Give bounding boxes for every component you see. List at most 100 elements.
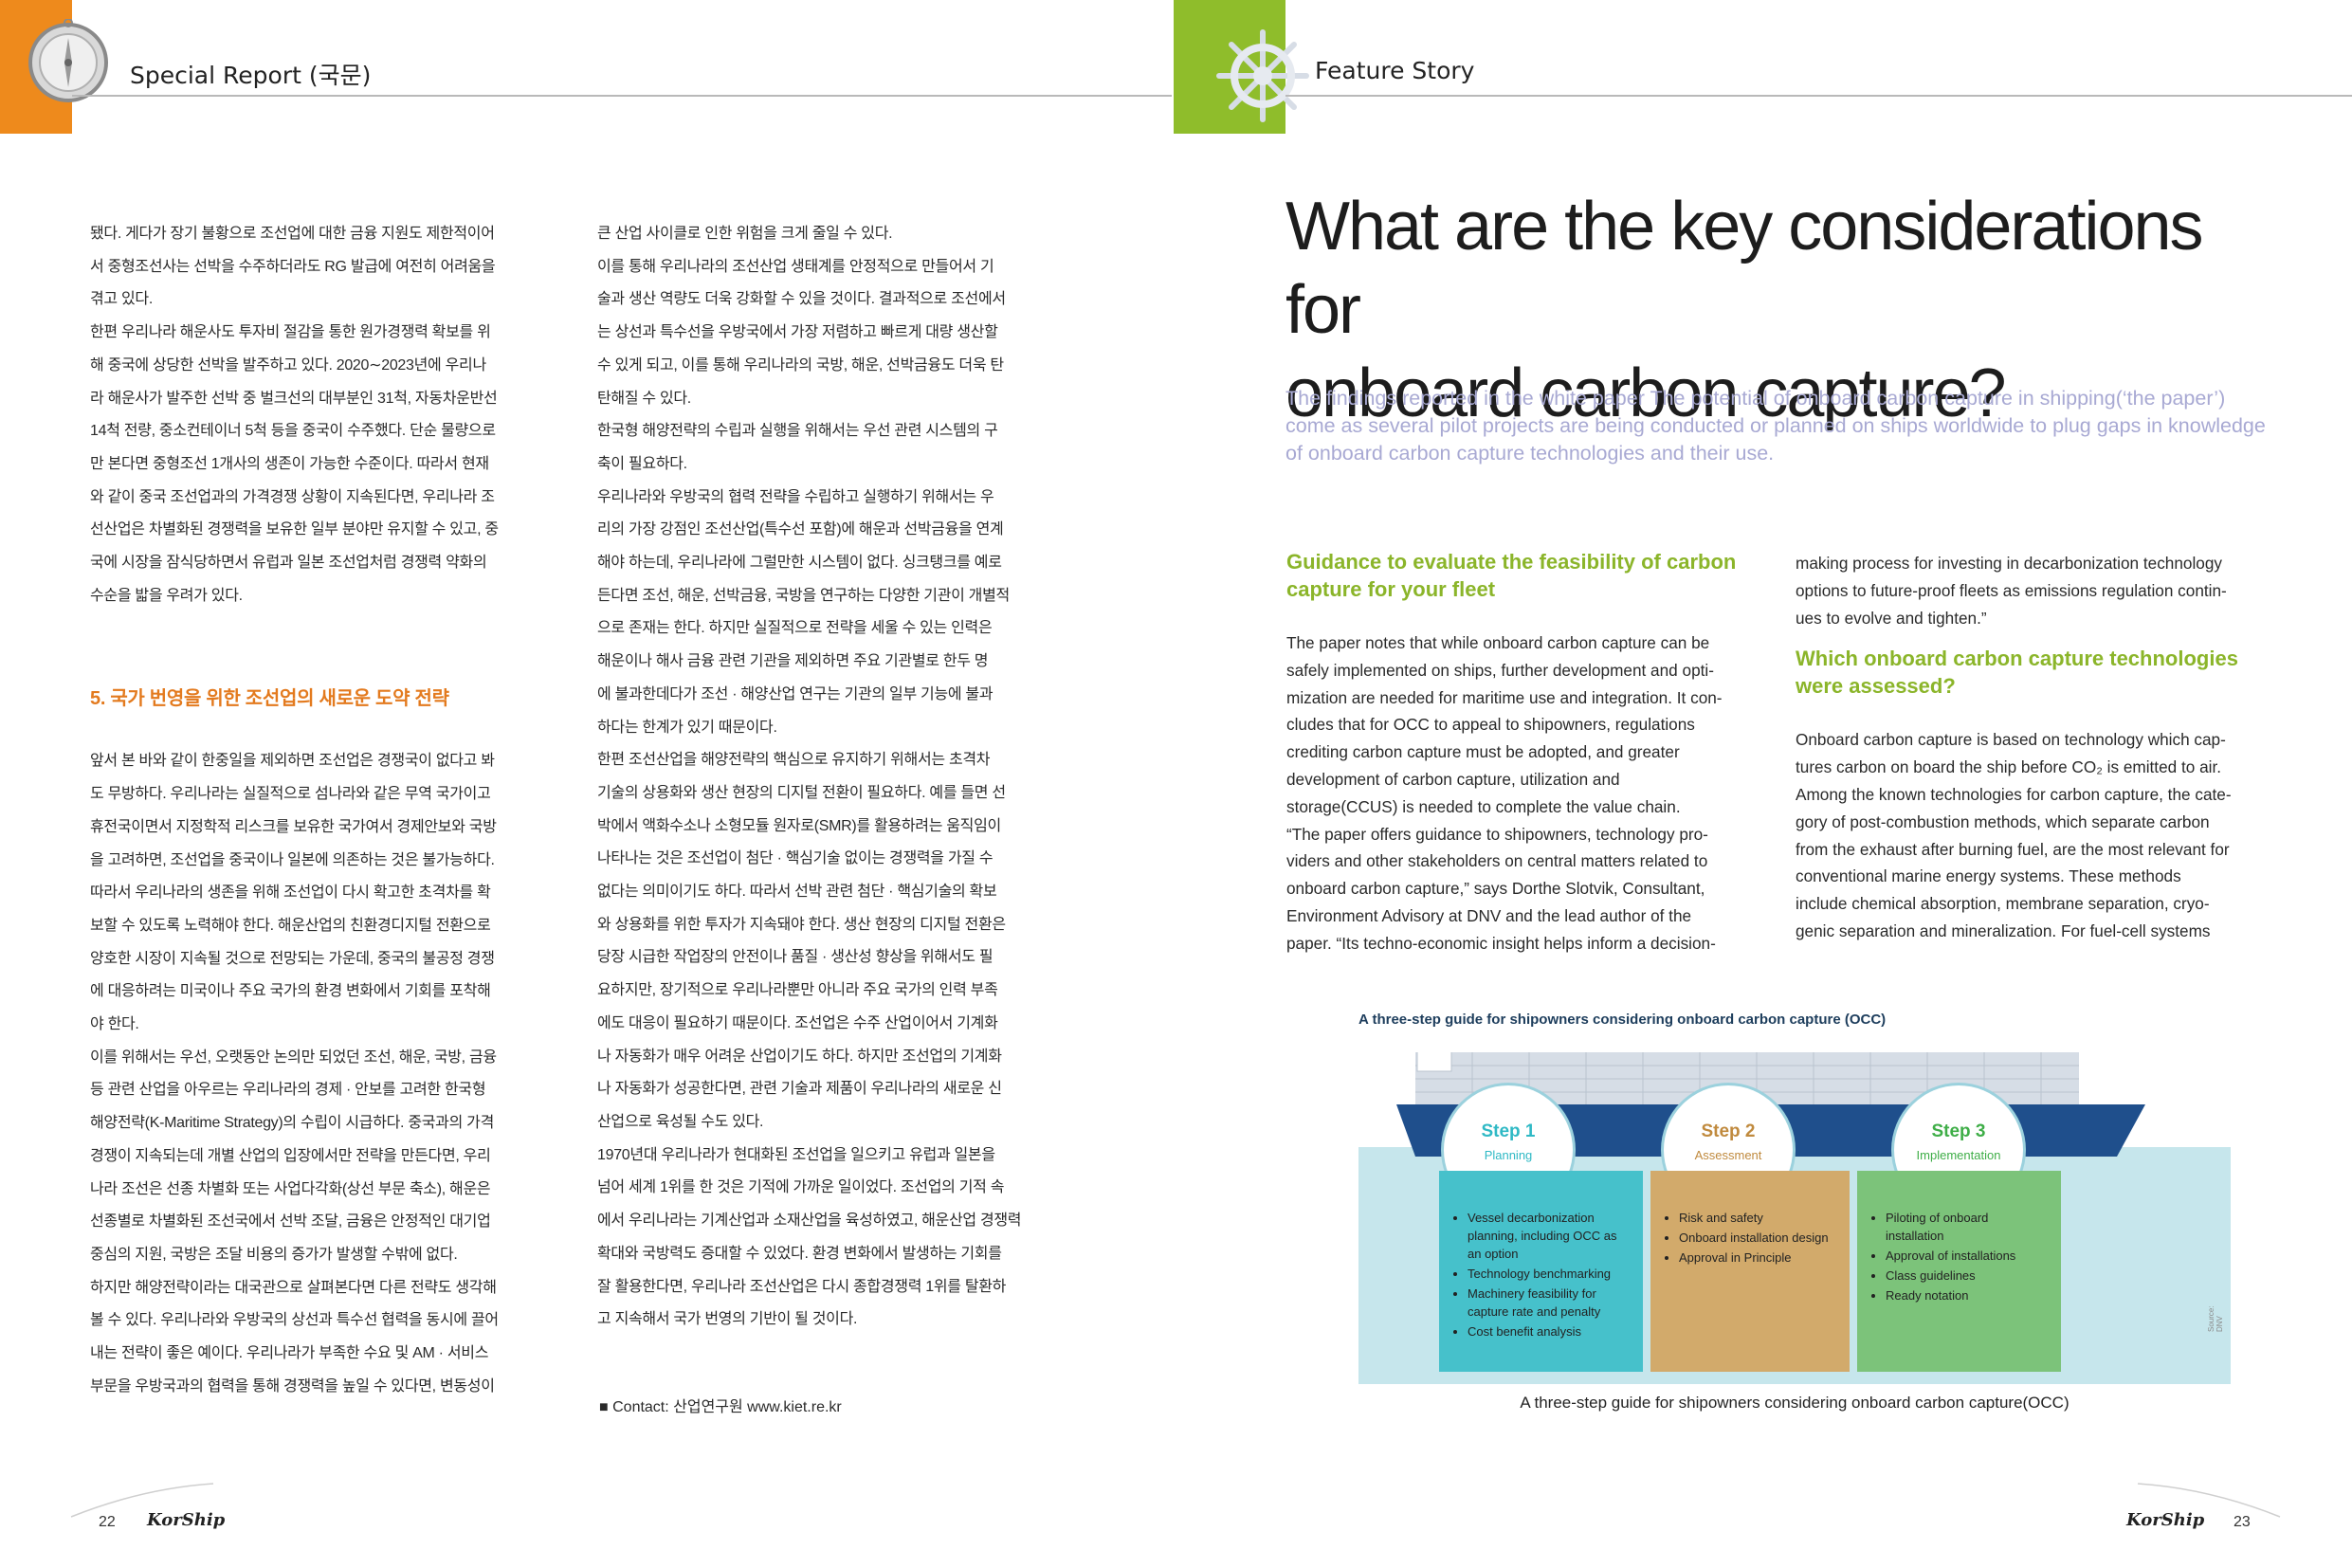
paragraph-line: 나 자동화가 성공한다면, 관련 기술과 제품이 우리나라의 새로운 신 [597,1081,1002,1098]
paragraph-line: 등 관련 산업을 아우르는 우리나라의 경제 · 안보를 고려한 한국형 [90,1082,486,1099]
paragraph-line: 국에 시장을 잠식당하면서 유럽과 일본 조선업처럼 경쟁력 약화의 [90,555,487,572]
paragraph-line: 나타나는 것은 조선업이 첨단 · 핵심기술 없이는 경쟁력을 가질 수 [597,850,994,867]
paragraph-line: ues to evolve and tighten.” [1796,608,1987,628]
paragraph-line: 와 같이 중국 조선업과의 가격경쟁 상황이 지속된다면, 우리나라 조 [90,488,495,505]
list-item: Risk and safety [1679,1209,1836,1227]
paragraph-line: 겪고 있다. [90,291,153,308]
list-item: Onboard installation design [1679,1229,1836,1247]
paragraph-line: 와 상용화를 위한 투자가 지속돼야 한다. 생산 현장의 디지털 전환은 [597,916,1006,933]
paragraph-line: 없다는 의미이기도 하다. 따라서 선박 관련 첨단 · 핵심기술의 확보 [597,884,997,901]
list-item: Ready notation [1886,1286,2048,1304]
infographic-source: Source: DNV [2207,1305,2224,1332]
list-item: Piloting of onboard installation [1886,1209,2048,1245]
paragraph-line: 1970년대 우리나라가 현대화된 조선업을 일으키고 유럽과 일본을 [597,1146,995,1163]
paragraph-line: 산업으로 육성될 수도 있다. [597,1113,764,1130]
paragraph-line: 볼 수 있다. 우리나라와 우방국의 상선과 특수선 협력을 동시에 끌어 [90,1312,499,1329]
list-item: Machinery feasibility for capture rate a… [1468,1285,1630,1321]
header-left-rule [72,95,1172,97]
paragraph-line: 앞서 본 바와 같이 한중일을 제외하면 조선업은 경쟁국이 없다고 봐 [90,753,495,770]
paragraph-line: 박에서 액화수소나 소형모듈 원자로(SMR)를 활용하려는 움직임이 [597,817,1001,834]
paragraph-line: 해야 하는데, 우리나라에 그럴만한 시스템이 없다. 싱크탱크를 예로 [597,555,1002,572]
paragraph-line: mization are needed for maritime use and… [1286,687,1723,707]
header-left-title: Special Report (국문) [130,62,372,89]
article-lead: The findings reported in the white paper… [1285,387,2266,465]
section-heading: Guidance to evaluate the feasibility of … [1286,550,1737,601]
paragraph-line: “The paper offers guidance to shipowners… [1286,824,1708,844]
paragraph-line: 서 중형조선사는 선박을 수주하더라도 RG 발급에 여전히 어려움을 [90,258,496,275]
paragraph-line: viders and other stakeholders on central… [1286,851,1708,871]
paragraph-line: 리의 가장 강점인 조선산업(특수선 포함)에 해운과 선박금융을 연계 [597,521,1004,538]
paragraph-line: 경쟁이 지속되는데 개별 산업의 입장에서만 전략을 만든다면, 우리 [90,1147,491,1164]
article-title: What are the key considerations for onbo… [1285,185,2281,435]
step-1-sub: Planning [1484,1148,1533,1162]
footer-swoosh-left [66,1479,218,1526]
paragraph-line: storage(CCUS) is needed to complete the … [1286,796,1681,816]
paragraph-line: options to future-proof fleets as emissi… [1796,580,2227,600]
paragraph-line: 내는 전략이 좋은 예이다. 우리나라가 부족한 수요 및 AM · 서비스 [90,1345,489,1362]
paragraph-line: 선종별로 차별화된 조선국에서 선박 조달, 금융은 안정적인 대기업 [90,1213,491,1231]
paragraph-line: 에 대응하려는 미국이나 주요 국가의 환경 변화에서 기회를 포착해 [90,983,491,1000]
paragraph-line: 고 지속해서 국가 번영의 기반이 될 것이다. [597,1311,858,1328]
paragraph-line: 당장 시급한 작업장의 안전이나 품질 · 생산성 향상을 위해서도 필 [597,949,994,966]
paragraph-line: 에서 우리나라는 기계산업과 소재산업을 육성하였고, 해운산업 경쟁력 [597,1212,1022,1230]
korean-column-2: 큰 산업 사이클로 인한 위험을 크게 줄일 수 있다. 이를 통해 우리나라의… [597,218,1064,1337]
paragraph-line: Among the known technologies for carbon … [1796,784,2232,804]
paragraph-line: 야 한다. [90,1016,139,1033]
section-heading: Which onboard carbon capture technologie… [1796,647,2238,699]
paragraph-line: 이를 통해 우리나라의 조선산업 생태계를 안정적으로 만들어서 기 [597,258,994,275]
list-item: Class guidelines [1886,1267,2048,1285]
paragraph-line: 수순을 밟을 우려가 있다. [90,587,243,604]
paragraph-line: genic separation and mineralization. For… [1796,921,2211,940]
paragraph-line: making process for investing in decarbon… [1796,554,2222,573]
paragraph-line: 잘 활용한다면, 우리나라 조선산업은 다시 종합경쟁력 1위를 탈환하 [597,1278,1007,1295]
paragraph-line: 따라서 우리나라의 생존을 위해 조선업이 다시 확고한 초격차를 확 [90,884,491,902]
paragraph-line: gory of post-combustion methods, which s… [1796,811,2210,831]
step-1-panel: Vessel decarbonization planning, includi… [1439,1171,1643,1372]
infographic: A three-step guide for shipowners consid… [1358,1000,2231,1384]
paragraph-line: 하지만 해양전략이라는 대국관으로 살펴본다면 다른 전략도 생각해 [90,1279,497,1296]
paragraph-line: 보할 수 있도록 노력해야 한다. 해운산업의 친환경디지털 전환으로 [90,917,491,934]
compass-icon [25,18,112,106]
paragraph-line: 해양전략(K-Maritime Strategy)의 수립이 시급하다. 중국과… [90,1115,495,1132]
paragraph-line: 큰 산업 사이클로 인한 위험을 크게 줄일 수 있다. [597,226,893,242]
list-item: Technology benchmarking [1468,1265,1630,1283]
page-number-left: 22 [99,1514,116,1530]
paragraph-line: 술과 생산 역량도 더욱 강화할 수 있을 것이다. 결과적으로 조선에서 [597,291,1006,308]
english-column-2: making process for investing in decarbon… [1796,550,2270,945]
paragraph-line: 으로 존재는 한다. 하지만 실질적으로 전략을 세울 수 있는 인력은 [597,620,993,637]
paragraph-line: 든다면 조선, 해운, 선박금융, 국방을 연구하는 다양한 기관이 개별적 [597,587,1010,604]
paragraph-line: 해 중국에 상당한 선박을 발주하고 있다. 2020∼2023년에 우리나 [90,356,486,374]
paragraph-line: Onboard carbon capture is based on techn… [1796,730,2226,750]
paragraph-line: The paper notes that while onboard carbo… [1286,633,1710,652]
paragraph-line: 이를 위해서는 우선, 오랫동안 논의만 되었던 조선, 해운, 국방, 금융 [90,1048,497,1066]
paragraph-line: 수 있게 되고, 이를 통해 우리나라의 국방, 해운, 선박금융도 더욱 탄 [597,356,1004,374]
paragraph-line: 됐다. 게다가 장기 불황으로 조선업에 대한 금융 지원도 제한적이어 [90,226,495,242]
korship-logo-left: KorShip [147,1510,226,1530]
infographic-title: A three-step guide for shipowners consid… [1358,1012,1887,1028]
contact-line: ■ Contact: 산업연구원 www.kiet.re.kr [599,1399,842,1415]
page-number-right: 23 [2233,1514,2251,1530]
header-right-title: Feature Story [1315,57,1475,84]
paragraph-line: 는 상선과 특수선을 우방국에서 가장 저렴하고 빠르게 대량 생산할 [597,324,998,341]
header-right-color-block [1174,0,1285,134]
paragraph-line: 에 불과한데다가 조선 · 해양산업 연구는 기관의 일부 기능에 불과 [597,685,994,702]
step-1-label: Step 1 [1481,1121,1536,1141]
korship-logo-right: KorShip [2126,1510,2205,1530]
paragraph-line: 하다는 한계가 있기 때문이다. [597,719,777,736]
paragraph-line: tures carbon on board the ship before CO… [1796,757,2222,777]
step-2-sub: Assessment [1694,1148,1762,1162]
article-title-line: What are the key considerations for [1285,189,2204,348]
paragraph-line: from the exhaust after burning fuel, are… [1796,839,2230,859]
step-3-label: Step 3 [1931,1121,1986,1141]
paragraph-line: 14척 전량, 중소컨테이너 5척 등을 중국이 수주했다. 단순 물량으로 [90,423,496,440]
section-heading: 5. 국가 번영을 위한 조선업의 새로운 도약 전략 [90,688,449,710]
paragraph-line: safely implemented on ships, further dev… [1286,660,1714,680]
paragraph-line: 한국형 해양전략의 수립과 실행을 위해서는 우선 관련 시스템의 구 [597,423,998,440]
figure-caption: A three-step guide for shipowners consid… [1520,1394,2069,1412]
list-item: Approval in Principle [1679,1249,1836,1267]
list-item: Cost benefit analysis [1468,1322,1630,1340]
step-2-label: Step 2 [1701,1121,1756,1141]
list-item: Vessel decarbonization planning, includi… [1468,1209,1630,1263]
paragraph-line: 양호한 시장이 지속될 것으로 전망되는 가운데, 중국의 불공정 경쟁 [90,950,495,967]
header-right-rule [1285,95,2352,97]
